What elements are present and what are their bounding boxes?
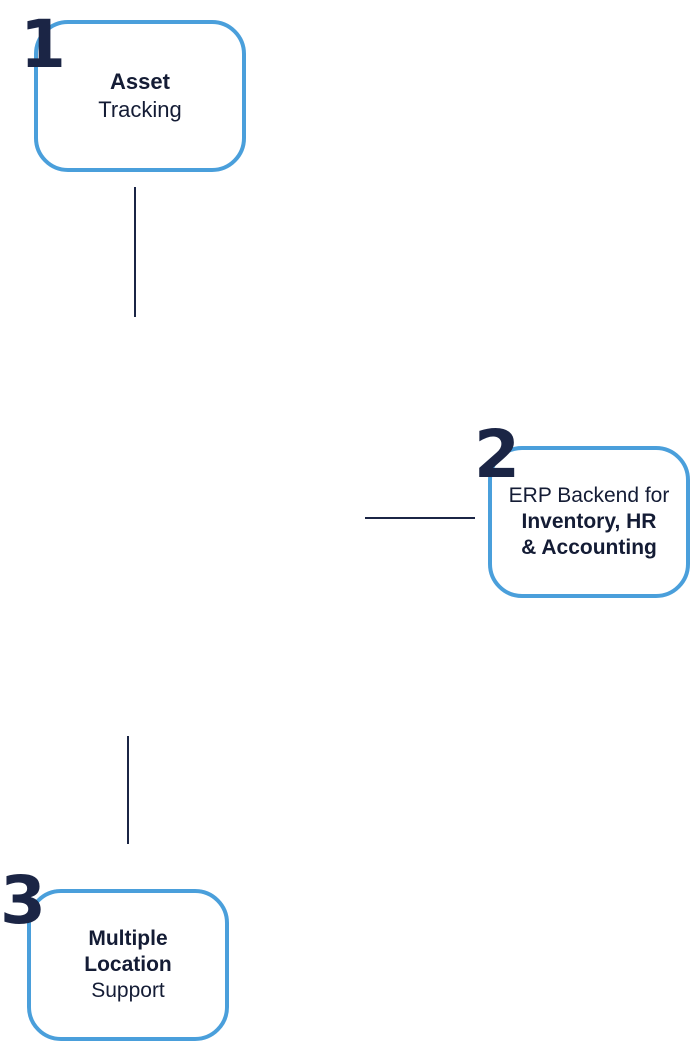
step-3-line-3: Support [91, 979, 165, 1002]
step-3-number: 3 [0, 862, 46, 939]
step-1-line-1: Asset [110, 69, 170, 94]
step-2-connector-line [365, 517, 475, 519]
step-2-card: ERP Backend for Inventory, HR & Accounti… [488, 446, 690, 598]
step-3-line-2: Location [84, 953, 172, 976]
step-1-card: Asset Tracking [34, 20, 246, 172]
step-1-line-2: Tracking [98, 97, 182, 122]
step-1-number: 1 [20, 6, 66, 83]
step-3-card: Multiple Location Support [27, 889, 229, 1041]
step-2-line-1: ERP Backend for [508, 484, 670, 507]
step-2-number: 2 [474, 416, 520, 493]
step-2-line-2: Inventory, HR [521, 510, 657, 533]
step-1-connector-line [134, 187, 136, 317]
step-3-connector-line [127, 736, 129, 844]
step-3-line-1: Multiple [88, 927, 168, 950]
step-2-line-3: & Accounting [521, 536, 657, 559]
